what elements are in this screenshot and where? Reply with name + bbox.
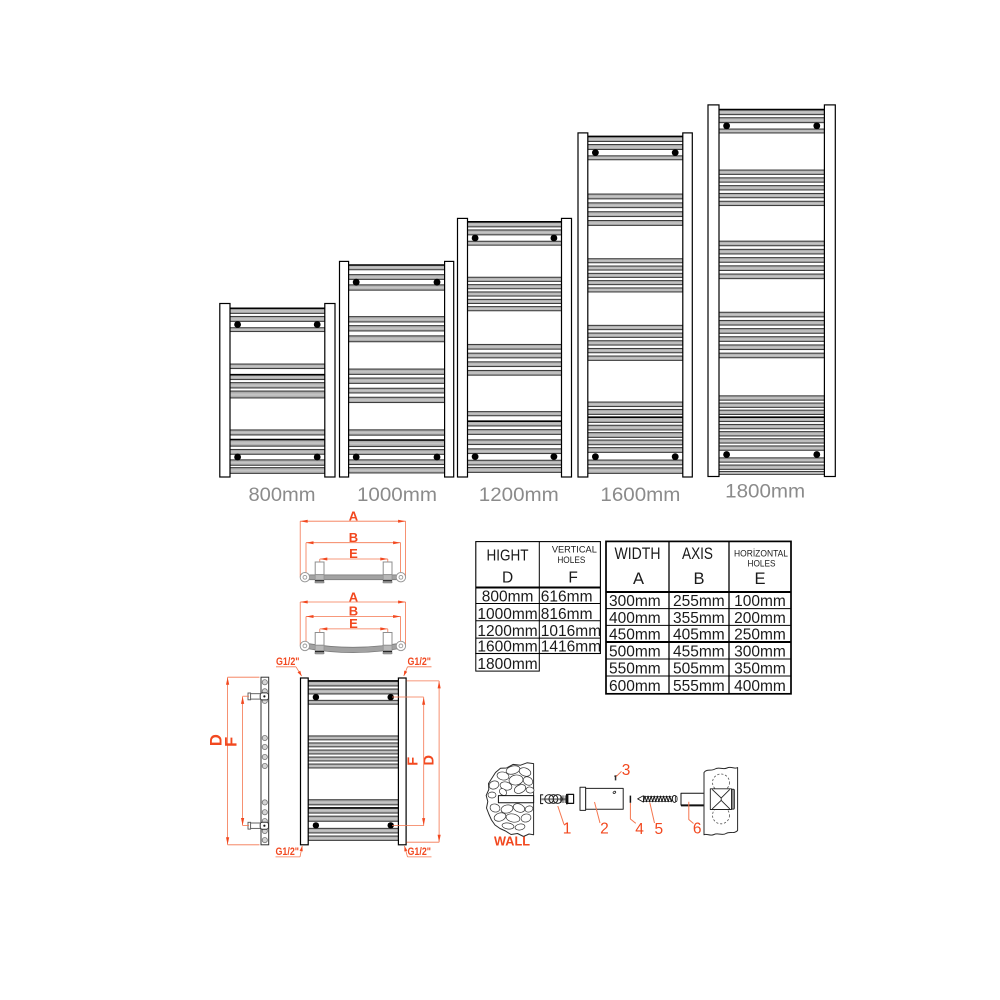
svg-text:1800mm: 1800mm	[477, 656, 537, 673]
svg-text:G1/2": G1/2"	[276, 846, 300, 858]
svg-text:HOLES: HOLES	[748, 559, 776, 570]
svg-text:6: 6	[693, 820, 702, 837]
svg-text:616mm: 616mm	[541, 589, 593, 606]
svg-text:B: B	[349, 604, 358, 619]
svg-text:A: A	[349, 508, 359, 523]
svg-text:1600mm: 1600mm	[600, 485, 680, 506]
svg-text:B: B	[349, 530, 358, 545]
svg-text:G1/2": G1/2"	[276, 656, 300, 668]
svg-text:2: 2	[600, 820, 609, 837]
svg-text:VERTICAL: VERTICAL	[552, 545, 597, 556]
svg-text:F: F	[568, 570, 577, 587]
svg-text:HOLES: HOLES	[557, 555, 585, 566]
svg-text:D: D	[421, 755, 437, 765]
svg-text:450mm: 450mm	[609, 626, 661, 643]
svg-text:4: 4	[635, 821, 644, 838]
svg-text:5: 5	[654, 821, 663, 838]
svg-text:1200mm: 1200mm	[477, 623, 537, 640]
svg-text:1016mm: 1016mm	[541, 623, 601, 640]
svg-text:A: A	[349, 589, 359, 604]
svg-text:1416mm: 1416mm	[541, 639, 601, 656]
svg-text:350mm: 350mm	[734, 660, 786, 677]
svg-text:WALL: WALL	[494, 834, 530, 849]
svg-text:3: 3	[622, 762, 631, 779]
svg-text:AXIS: AXIS	[682, 545, 713, 563]
svg-text:300mm: 300mm	[609, 593, 661, 610]
svg-text:555mm: 555mm	[673, 678, 725, 695]
svg-text:250mm: 250mm	[734, 626, 786, 643]
svg-text:E: E	[754, 570, 765, 588]
svg-text:1000mm: 1000mm	[477, 606, 537, 623]
svg-text:505mm: 505mm	[673, 660, 725, 677]
svg-text:405mm: 405mm	[673, 626, 725, 643]
svg-text:455mm: 455mm	[673, 643, 725, 660]
svg-text:B: B	[693, 570, 704, 588]
svg-text:G1/2": G1/2"	[408, 846, 432, 858]
svg-text:E: E	[349, 616, 358, 631]
svg-text:255mm: 255mm	[673, 593, 725, 610]
svg-text:D: D	[502, 570, 513, 587]
svg-text:500mm: 500mm	[609, 643, 661, 660]
svg-text:1000mm: 1000mm	[357, 485, 437, 506]
svg-text:E: E	[349, 546, 358, 561]
svg-text:F: F	[223, 737, 241, 747]
svg-text:100mm: 100mm	[734, 593, 786, 610]
svg-text:HORİZONTAL: HORİZONTAL	[734, 549, 788, 560]
svg-text:F: F	[406, 757, 422, 766]
svg-text:1600mm: 1600mm	[477, 639, 537, 656]
svg-text:600mm: 600mm	[609, 678, 661, 695]
svg-text:550mm: 550mm	[609, 660, 661, 677]
svg-text:A: A	[633, 570, 644, 588]
svg-text:G1/2": G1/2"	[408, 656, 432, 668]
svg-text:1: 1	[563, 820, 572, 837]
svg-text:200mm: 200mm	[734, 610, 786, 627]
svg-text:HIGHT: HIGHT	[487, 548, 529, 565]
svg-text:800mm: 800mm	[482, 589, 534, 606]
svg-text:355mm: 355mm	[673, 610, 725, 627]
svg-text:1200mm: 1200mm	[479, 485, 559, 506]
svg-text:400mm: 400mm	[609, 610, 661, 627]
svg-text:1800mm: 1800mm	[725, 482, 805, 503]
svg-text:816mm: 816mm	[541, 606, 593, 623]
svg-text:400mm: 400mm	[734, 678, 786, 695]
svg-text:D: D	[208, 734, 226, 746]
svg-text:300mm: 300mm	[734, 643, 786, 660]
svg-text:800mm: 800mm	[249, 485, 316, 506]
svg-text:WIDTH: WIDTH	[615, 545, 661, 563]
